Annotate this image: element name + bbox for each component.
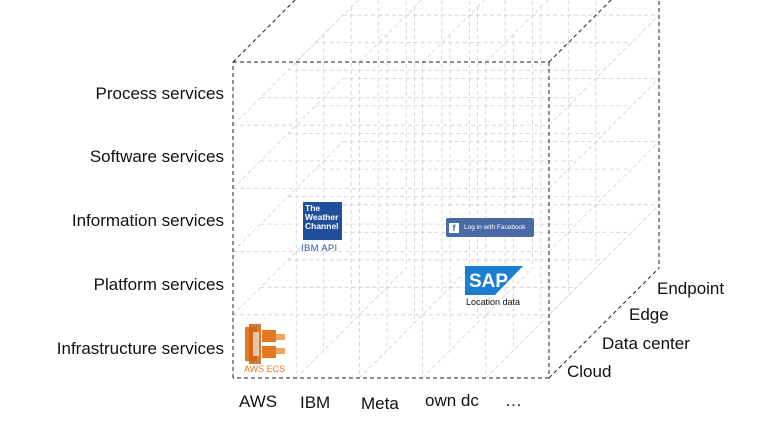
row-label-software: Software services bbox=[89, 147, 224, 166]
column-label-meta: Meta bbox=[361, 394, 399, 413]
aws-ecs-caption: AWS ECS bbox=[244, 364, 286, 374]
grid-depth-line bbox=[548, 78, 660, 189]
aws-ecs-icon bbox=[245, 324, 285, 364]
grid-depth-line bbox=[232, 141, 344, 252]
grid-depth-line bbox=[359, 267, 470, 379]
depth-label-edge: Edge bbox=[629, 305, 669, 324]
weather-channel-logo: The Weather Channel bbox=[303, 202, 342, 240]
depth-label-cloud: Cloud bbox=[567, 362, 612, 381]
sap-logo: SAP bbox=[465, 266, 523, 295]
grid-depth-line bbox=[548, 14, 660, 126]
weather-channel-caption: IBM API bbox=[301, 243, 338, 254]
column-label-ibm: IBM bbox=[300, 393, 331, 412]
depth-label-data-center: Data center bbox=[602, 334, 690, 353]
facebook-icon: f bbox=[449, 222, 459, 233]
grid-depth-line bbox=[485, 267, 597, 379]
grid-depth-line bbox=[295, 267, 407, 379]
row-label-infrastructure: Infrastructure services bbox=[56, 339, 224, 358]
cube-edge bbox=[548, 267, 660, 379]
grid-depth-line bbox=[422, 0, 486, 63]
grid-depth-line bbox=[295, 0, 359, 63]
grid-depth-line bbox=[359, 0, 422, 63]
column-label-own-dc: own dc bbox=[425, 391, 479, 410]
row-label-process: Process services bbox=[95, 84, 224, 103]
grid-depth-line bbox=[422, 267, 533, 379]
grid-depth-line bbox=[485, 0, 549, 63]
row-label-information: Information services bbox=[71, 211, 224, 230]
sap-caption: Location data bbox=[466, 297, 521, 307]
grid-depth-line bbox=[548, 204, 660, 316]
cube-edge bbox=[548, 0, 612, 63]
grid-depth-line bbox=[232, 78, 344, 189]
grid-depth-line bbox=[548, 141, 660, 252]
sap-logo-text: SAP bbox=[469, 271, 508, 292]
cube-edge bbox=[232, 0, 296, 63]
column-label-more: … bbox=[505, 391, 522, 410]
facebook-login-text: Log in with Facebook bbox=[464, 224, 526, 231]
row-label-platform: Platform services bbox=[93, 275, 224, 294]
column-label-aws: AWS bbox=[239, 392, 278, 411]
grid-depth-line bbox=[232, 14, 344, 126]
depth-label-endpoint: Endpoint bbox=[657, 279, 725, 298]
facebook-login-logo: f Log in with Facebook bbox=[446, 218, 534, 237]
